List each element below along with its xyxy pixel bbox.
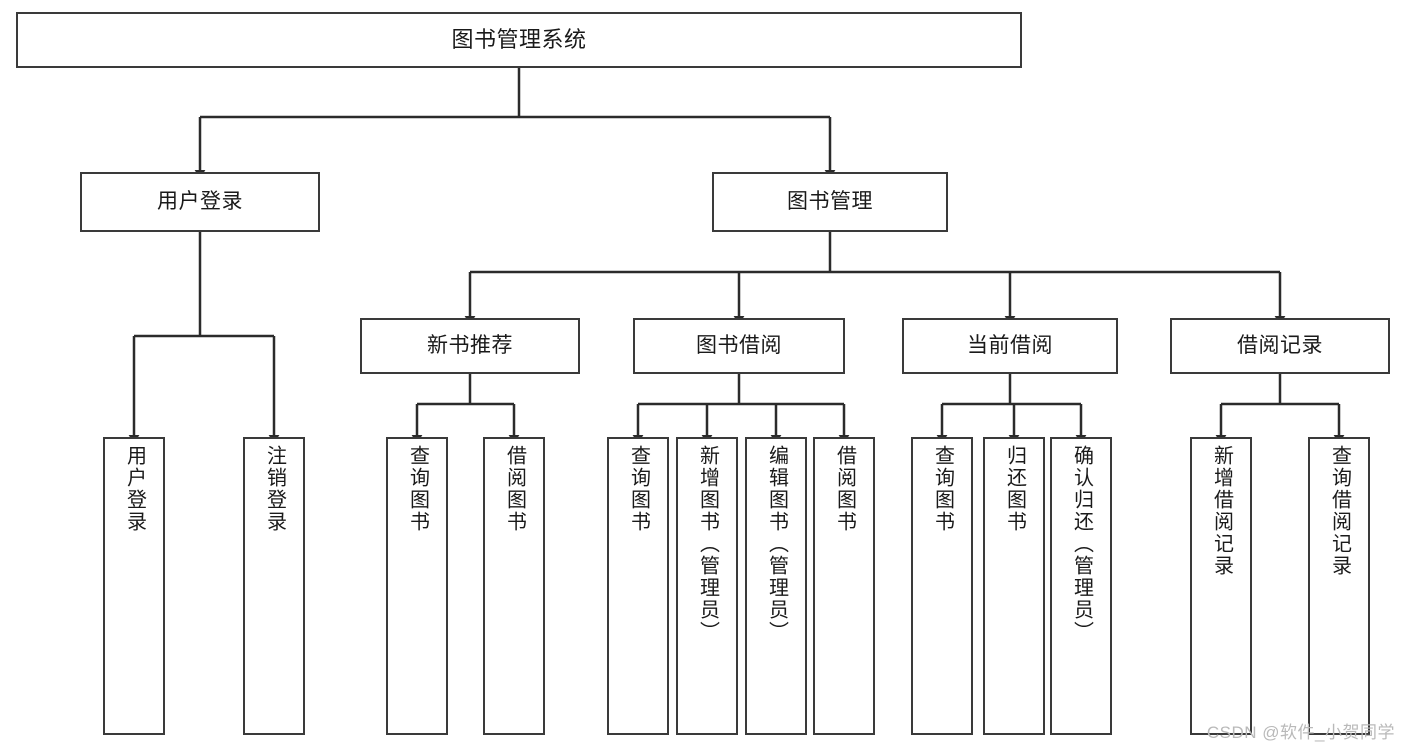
node-leaf-edit: 编辑图书（管理员） — [745, 437, 807, 735]
node-leaf-query3: 查询图书 — [911, 437, 973, 735]
node-leaf-query2: 查询图书 — [607, 437, 669, 735]
node-label: 确认归还（管理员） — [1070, 445, 1093, 643]
node-leaf-borrow2: 借阅图书 — [813, 437, 875, 735]
node-leaf-logout: 注销登录 — [243, 437, 305, 735]
node-leaf-addrec: 新增借阅记录 — [1190, 437, 1252, 735]
node-label: 查询图书 — [627, 445, 650, 533]
node-label: 注销登录 — [263, 445, 286, 533]
node-label: 查询借阅记录 — [1328, 445, 1351, 577]
node-leaf-add: 新增图书（管理员） — [676, 437, 738, 735]
node-label: 用户登录 — [123, 445, 146, 533]
node-leaf-borrow1: 借阅图书 — [483, 437, 545, 735]
node-label: 当前借阅 — [967, 333, 1053, 357]
node-leaf-confirm: 确认归还（管理员） — [1050, 437, 1112, 735]
node-leaf-queryrec: 查询借阅记录 — [1308, 437, 1370, 735]
node-label: 新增图书（管理员） — [696, 445, 719, 643]
node-login: 用户登录 — [80, 172, 320, 232]
node-label: 用户登录 — [157, 189, 243, 213]
node-bookmgmt: 图书管理 — [712, 172, 948, 232]
node-borrow: 图书借阅 — [633, 318, 845, 374]
edge-group — [128, 68, 1345, 444]
node-label: 借阅图书 — [503, 445, 526, 533]
node-label: 查询图书 — [406, 445, 429, 533]
node-newbook: 新书推荐 — [360, 318, 580, 374]
node-root: 图书管理系统 — [16, 12, 1022, 68]
node-current: 当前借阅 — [902, 318, 1118, 374]
node-label: 图书管理 — [787, 189, 873, 213]
node-label: 查询图书 — [931, 445, 954, 533]
node-label: 编辑图书（管理员） — [765, 445, 788, 643]
node-leaf-query1: 查询图书 — [386, 437, 448, 735]
node-records: 借阅记录 — [1170, 318, 1390, 374]
node-label: 新增借阅记录 — [1210, 445, 1233, 577]
node-label: 借阅图书 — [833, 445, 856, 533]
node-leaf-return: 归还图书 — [983, 437, 1045, 735]
node-label: 借阅记录 — [1237, 333, 1323, 357]
node-label: 新书推荐 — [427, 333, 513, 357]
node-label: 图书管理系统 — [451, 27, 587, 53]
node-label: 图书借阅 — [696, 333, 782, 357]
node-label: 归还图书 — [1003, 445, 1026, 533]
node-leaf-login: 用户登录 — [103, 437, 165, 735]
